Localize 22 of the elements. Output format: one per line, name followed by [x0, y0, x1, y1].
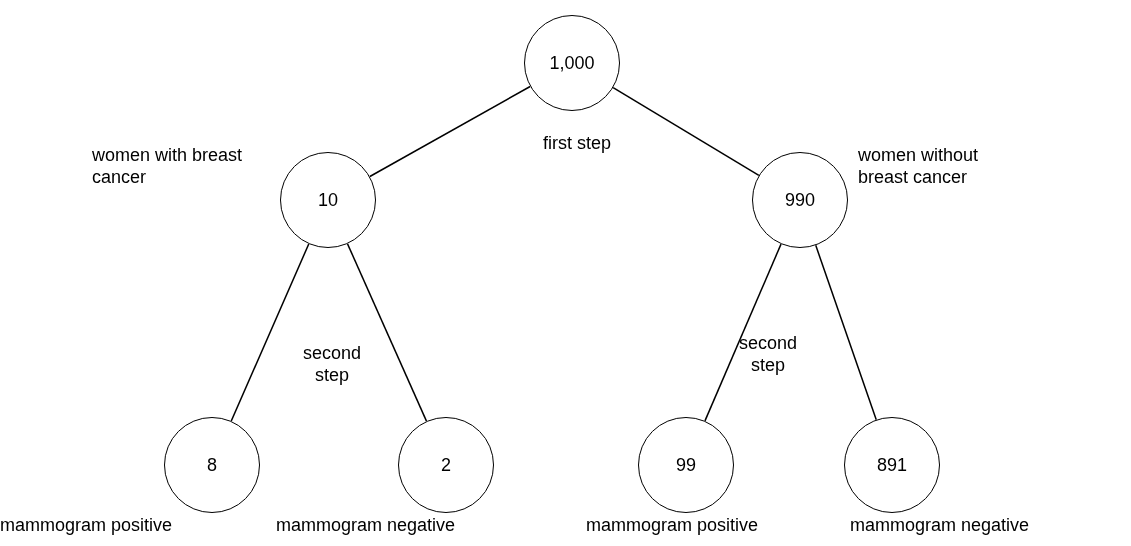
connector-line [704, 243, 782, 422]
node-caption: women without breast cancer [858, 144, 980, 188]
connector-line [369, 85, 531, 178]
count-value: 99 [676, 454, 696, 476]
node-caption: mammogram negative [850, 514, 1031, 536]
connector-line [815, 244, 877, 421]
count-value: 990 [784, 189, 815, 211]
node-caption: mammogram negative [276, 514, 457, 536]
node-caption: mammogram positive [586, 514, 760, 536]
step-label: second step [301, 342, 362, 386]
count-value: 10 [318, 189, 338, 211]
connector-line [346, 243, 428, 422]
count-value: 891 [876, 454, 907, 476]
step-label: second step [737, 332, 798, 376]
count-value: 1,000 [549, 52, 595, 74]
node-caption: mammogram positive [0, 514, 174, 536]
step-label: first step [542, 132, 612, 154]
count-value: 8 [207, 454, 217, 476]
connector-line [230, 243, 310, 422]
count-value: 2 [441, 454, 451, 476]
node-caption: women with breast cancer [92, 144, 244, 188]
connector-line [612, 86, 760, 177]
